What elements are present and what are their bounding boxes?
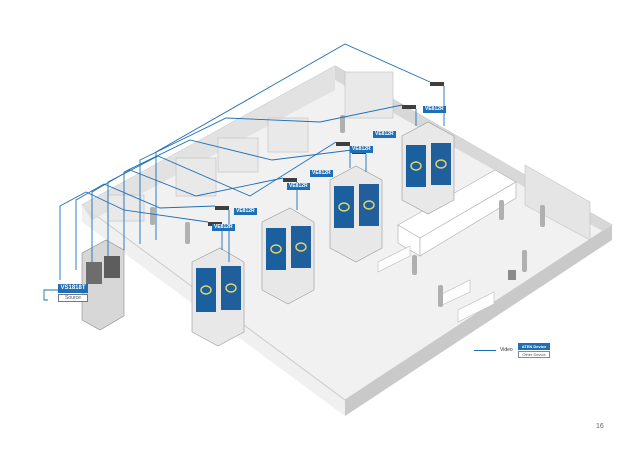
kiosk-1-screen <box>196 268 216 312</box>
kiosk-2-screen <box>266 228 286 270</box>
people <box>150 115 545 307</box>
kiosk-4 <box>401 121 455 215</box>
receiver-label-6: VE812R <box>373 131 396 138</box>
page-number: 16 <box>596 423 604 430</box>
queue-barriers <box>377 245 495 323</box>
kiosk-1 <box>191 247 245 347</box>
kiosk-3 <box>329 165 383 263</box>
legend-aten-device: ATEN Device <box>518 343 550 350</box>
video-line-swatch <box>474 350 496 351</box>
right-room <box>524 164 591 241</box>
video-cables <box>43 43 445 301</box>
receiver-label-5: VE812R <box>350 146 373 153</box>
legend-other-device: Other Device <box>518 351 550 358</box>
kiosk-3-screen <box>334 186 354 228</box>
back-left-wall <box>82 66 335 220</box>
source-label: Source <box>58 294 88 302</box>
legend-video-label: Video <box>500 347 513 353</box>
front-right-wall <box>345 225 612 416</box>
back-shelves <box>107 71 394 222</box>
matrix-label: VS1818T <box>58 284 88 293</box>
service-counter <box>397 169 517 257</box>
legend: Video ATEN Device Other Device <box>468 343 554 362</box>
receiver-label-7: VE812R <box>423 106 446 113</box>
receiver-label-1: VE812R <box>212 224 235 231</box>
receiver-label-4: VE812R <box>310 170 333 177</box>
kiosk-4-screen <box>406 145 426 187</box>
screen-glyphs <box>200 159 447 295</box>
receiver-label-3: VE812R <box>287 183 310 190</box>
kiosk-2 <box>261 207 315 305</box>
receiver-label-2: VE812R <box>234 208 257 215</box>
matrix-cabinet <box>81 239 125 331</box>
